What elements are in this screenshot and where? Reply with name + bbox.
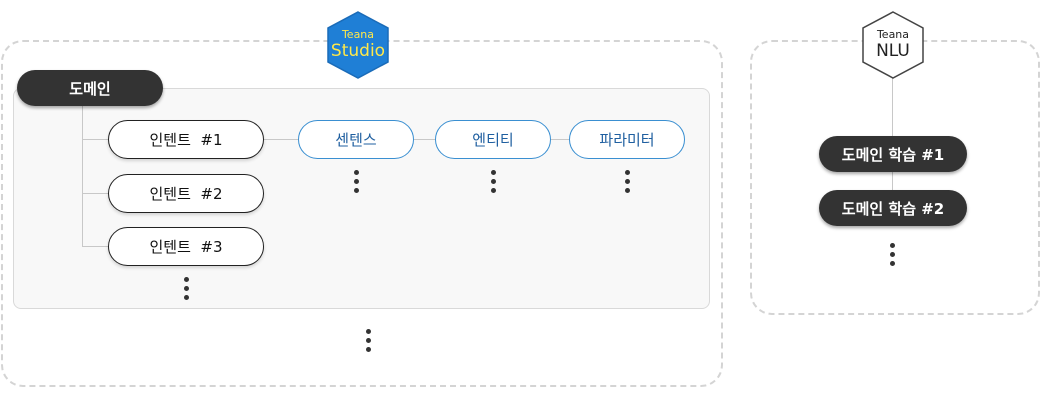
domain-training-pill-1[interactable]: 도메인 학습 #1 (819, 136, 967, 172)
nlu-badge-bottom: NLU (876, 41, 910, 61)
tree-branch-1 (82, 139, 108, 140)
sentence-label: 센텐스 (335, 131, 377, 149)
studio-badge-top: Teana (341, 28, 375, 41)
nlu-badge-top: Teana (876, 28, 910, 41)
domain-training-pill-2[interactable]: 도메인 학습 #2 (819, 190, 967, 226)
intent-pill-1[interactable]: 인텐트 #1 (108, 120, 264, 159)
teana-nlu-badge: Teana NLU (858, 10, 928, 80)
sentence-pill[interactable]: 센텐스 (298, 120, 414, 159)
parameter-label: 파라미터 (599, 131, 655, 149)
training-label: 도메인 학습 #1 (841, 145, 945, 164)
intent-pill-3[interactable]: 인텐트 #3 (108, 227, 264, 266)
more-domains-dots (366, 329, 371, 352)
tree-branch-2 (82, 193, 108, 194)
teana-studio-badge: Teana Studio (323, 10, 393, 80)
nlu-panel (750, 40, 1040, 315)
intent-label: 인텐트 #1 (149, 131, 223, 149)
parameter-pill[interactable]: 파라미터 (569, 120, 685, 159)
more-sentences-dots (354, 170, 359, 193)
entity-label: 엔티티 (472, 131, 514, 149)
domain-pill[interactable]: 도메인 (17, 70, 163, 106)
entity-pill[interactable]: 엔티티 (435, 120, 551, 159)
tree-branch-3 (82, 246, 108, 247)
more-trainings-dots (890, 243, 895, 266)
training-label: 도메인 학습 #2 (841, 199, 945, 218)
domain-label: 도메인 (69, 79, 111, 98)
intent-label: 인텐트 #2 (149, 185, 223, 203)
nlu-hexagon-icon (862, 11, 924, 79)
intent-label: 인텐트 #3 (149, 238, 223, 256)
studio-badge-bottom: Studio (330, 41, 386, 61)
more-parameters-dots (625, 170, 630, 193)
intent-pill-2[interactable]: 인텐트 #2 (108, 174, 264, 213)
more-intents-dots (184, 277, 189, 300)
tree-vertical-line (82, 103, 83, 247)
more-entities-dots (491, 170, 496, 193)
intent-row-line (263, 139, 573, 140)
studio-hexagon-icon (327, 11, 389, 79)
